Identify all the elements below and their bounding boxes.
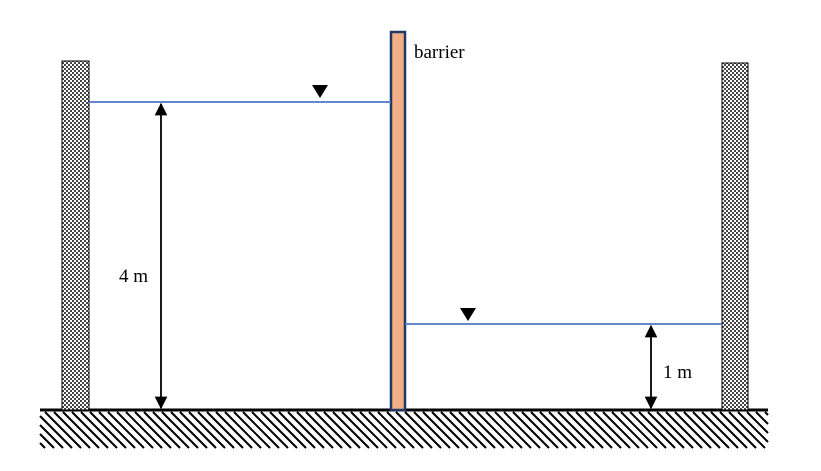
hatch-line	[611, 411, 649, 449]
hatch-line	[449, 411, 487, 449]
left-depth-label: 4 m	[119, 266, 148, 287]
hatch-line	[647, 411, 685, 449]
hatch-line	[188, 411, 226, 449]
hatch-line	[287, 411, 325, 449]
hatch-line	[656, 411, 694, 449]
hatch-line	[683, 411, 721, 449]
hatch-line	[557, 411, 595, 449]
hatch-line	[494, 411, 532, 449]
hatch-line	[39, 433, 55, 449]
hatch-line	[476, 411, 514, 449]
hatch-line	[755, 411, 769, 425]
hatch-line	[548, 411, 586, 449]
hatch-line	[746, 411, 769, 434]
right-water-level-icon	[460, 308, 476, 321]
hatch-line	[152, 411, 190, 449]
hatch-line	[39, 424, 64, 449]
hatch-line	[215, 411, 253, 449]
hatch-line	[296, 411, 334, 449]
hatch-line	[332, 411, 370, 449]
hatch-line	[728, 411, 766, 449]
hatch-line	[665, 411, 703, 449]
hatch-line	[638, 411, 676, 449]
hatch-line	[242, 411, 280, 449]
hatch-line	[620, 411, 658, 449]
hatch-line	[233, 411, 271, 449]
hatch-line	[143, 411, 181, 449]
hatch-line	[125, 411, 163, 449]
hatch-line	[701, 411, 739, 449]
hatch-line	[386, 411, 424, 449]
barrier-label: barrier	[414, 42, 465, 63]
hatch-line	[467, 411, 505, 449]
hatch-line	[692, 411, 730, 449]
hatch-line	[107, 411, 145, 449]
hatch-line	[71, 411, 109, 449]
hatch-line	[305, 411, 343, 449]
barrier	[389, 30, 407, 412]
hatch-line	[278, 411, 316, 449]
hatch-line	[674, 411, 712, 449]
hatch-line	[98, 411, 136, 449]
hatch-line	[314, 411, 352, 449]
hatch-line	[116, 411, 154, 449]
hatch-line	[413, 411, 451, 449]
hatch-line	[161, 411, 199, 449]
hatch-line	[602, 411, 640, 449]
right-depth-label: 1 m	[663, 362, 692, 383]
hatch-line	[170, 411, 208, 449]
left-wall	[61, 60, 90, 411]
hatch-line	[251, 411, 289, 449]
hatch-line	[377, 411, 415, 449]
hatch-line	[134, 411, 172, 449]
hatch-line	[737, 411, 769, 443]
hatch-line	[39, 442, 46, 449]
hatch-line	[458, 411, 496, 449]
hatch-line	[395, 411, 433, 449]
hatch-line	[44, 411, 82, 449]
hatch-line	[179, 411, 217, 449]
hatch-line	[80, 411, 118, 449]
hatch-line	[710, 411, 748, 449]
hatch-line	[431, 411, 469, 449]
hatch-line	[422, 411, 460, 449]
hatch-line	[764, 411, 769, 416]
hatch-line	[224, 411, 262, 449]
hatch-line	[206, 411, 244, 449]
hatch-line	[341, 411, 379, 449]
hatch-line	[53, 411, 91, 449]
hatch-line	[521, 411, 559, 449]
hatch-line	[269, 411, 307, 449]
hatch-line	[440, 411, 478, 449]
hatch-line	[593, 411, 631, 449]
hatch-line	[512, 411, 550, 449]
hatch-line	[89, 411, 127, 449]
hatch-line	[575, 411, 613, 449]
hatch-line	[503, 411, 541, 449]
right-wall	[721, 62, 749, 411]
hatch-line	[539, 411, 577, 449]
hatch-line	[323, 411, 361, 449]
hatch-line	[485, 411, 523, 449]
hatch-line	[404, 411, 442, 449]
hatch-line	[566, 411, 604, 449]
hatch-line	[350, 411, 388, 449]
hatch-line	[359, 411, 397, 449]
hatch-line	[584, 411, 622, 449]
hatch-line	[39, 415, 73, 449]
hatch-line	[368, 411, 406, 449]
hatch-line	[260, 411, 298, 449]
ground-hatching	[39, 411, 769, 451]
hatch-line	[530, 411, 568, 449]
hatch-line	[719, 411, 757, 449]
hatch-line	[62, 411, 100, 449]
left-water-level-icon	[312, 85, 328, 98]
hatch-line	[629, 411, 667, 449]
hatch-line	[197, 411, 235, 449]
